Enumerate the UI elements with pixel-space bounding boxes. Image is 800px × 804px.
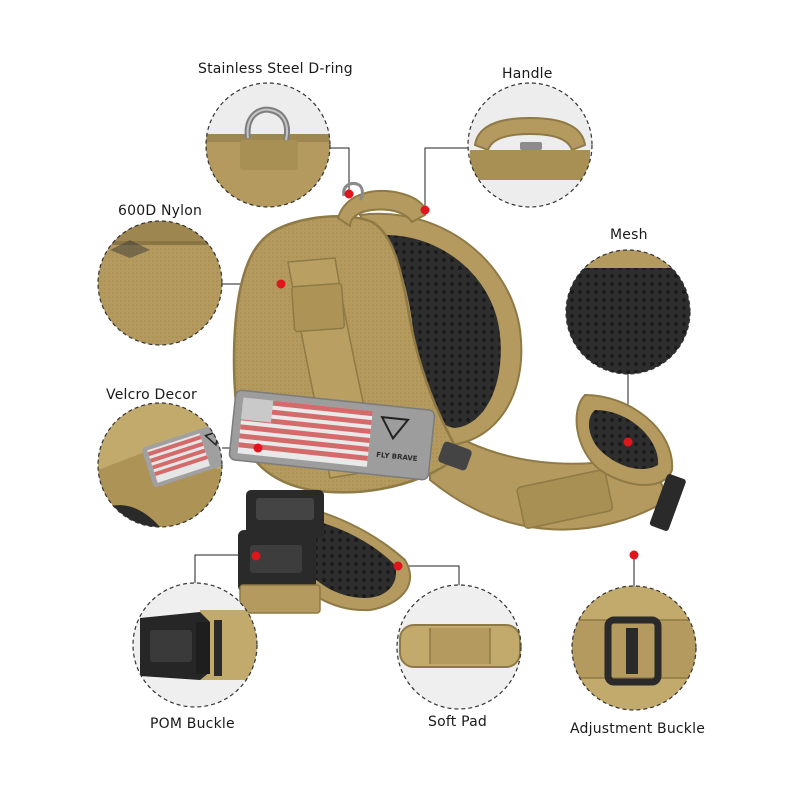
marker-adjust: [629, 550, 639, 560]
callout-mesh: [565, 249, 691, 375]
leader-softpad: [398, 565, 460, 585]
red-markers: [251, 189, 639, 571]
callout-velcro: [97, 402, 223, 528]
rear-pad-mesh: [588, 410, 659, 470]
label-d-ring: Stainless Steel D-ring: [198, 61, 353, 77]
callout-nylon: [97, 220, 223, 346]
marker-pom: [251, 551, 261, 561]
label-pom-buckle: POM Buckle: [150, 716, 235, 732]
marker-velcro: [253, 443, 263, 453]
shoulder-mesh: [385, 235, 501, 428]
pom-buckle: [238, 490, 324, 614]
marker-handle: [420, 205, 430, 215]
leader-handle: [424, 147, 468, 210]
label-mesh: Mesh: [610, 227, 648, 243]
label-soft-pad: Soft Pad: [428, 714, 487, 730]
label-nylon: 600D Nylon: [118, 203, 203, 219]
callout-softpad: [396, 584, 522, 710]
callout-dring: [205, 82, 331, 208]
webbing-loop: [290, 282, 346, 333]
harness: FLY BRAVE: [228, 182, 686, 614]
callout-adjust: [571, 585, 697, 711]
leader-pom: [194, 554, 254, 583]
d-ring: [342, 182, 364, 201]
belly-strap-overlay: [516, 469, 614, 529]
shoulder-clip: [438, 441, 472, 471]
marker-softpad: [393, 561, 403, 571]
flag-patch: FLY BRAVE: [228, 389, 436, 481]
marker-nylon: [276, 279, 286, 289]
leader-dring: [330, 147, 350, 192]
callout-handle: [467, 82, 593, 208]
callout-pom: [132, 582, 258, 708]
label-adjustment-buckle: Adjustment Buckle: [570, 721, 706, 737]
label-velcro-decor: Velcro Decor: [106, 387, 197, 403]
marker-dring: [344, 189, 354, 199]
marker-mesh: [623, 437, 633, 447]
label-handle: Handle: [502, 66, 553, 82]
side-buckle: [649, 474, 686, 531]
